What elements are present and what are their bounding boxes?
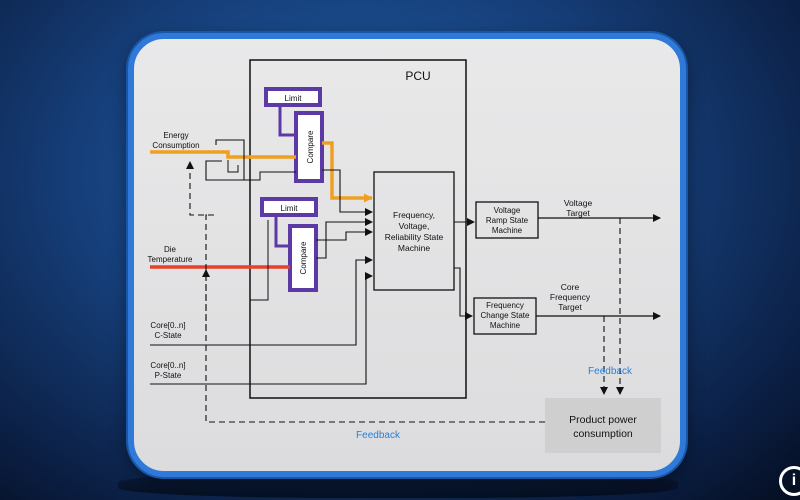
compare-lower-aux [316,228,373,241]
compare-label-lower: Compare [299,241,308,274]
pcu-title: PCU [405,69,430,83]
voltage-ramp-line-3: Machine [492,226,523,235]
accumulator-out [244,171,296,181]
feedback-mid-dashed [205,214,214,330]
corner-logo: i [779,466,800,496]
voltage-ramp-box [475,201,539,239]
feedback-bottom-dashed [202,269,545,423]
compare-box-lower [288,224,318,292]
compare-box-upper [294,111,324,183]
core-freq-target-2: Frequency [550,292,591,302]
fvr-to-freq-change [454,267,473,320]
energy-label-2: Consumption [152,141,199,150]
p-state-line [150,272,373,385]
compare-label-upper: Compare [306,130,315,163]
feedback-to-energy-dashed [186,161,214,216]
c-state-label-2: C-State [154,331,182,340]
freq-change-line-3: Machine [490,321,521,330]
p-state-label-1: Core[0..n] [150,361,185,370]
feedback-right-label: Feedback [588,366,633,377]
limit-box-upper [264,87,322,107]
product-power-box [545,398,661,453]
die-label-2: Temperature [148,255,193,264]
energy-line [150,150,296,159]
accumulator-loop [205,139,245,181]
c-state-label-1: Core[0..n] [150,321,185,330]
fvr-line-3: Reliability State [385,232,444,242]
limit-box-lower [260,197,318,217]
core-freq-target-1: Core [561,282,580,292]
product-power-line-1: Product power [569,414,637,426]
pcu-box [249,59,467,399]
feedback-bottom-label: Feedback [356,430,401,441]
freq-change-line-2: Change State [481,311,530,320]
p-state-label-2: P-State [155,371,182,380]
c-state-line [150,256,373,346]
voltage-target-2: Target [566,208,590,218]
voltage-target-1: Voltage [564,198,593,208]
core-freq-target-3: Target [558,302,582,312]
fvr-line-1: Frequency, [393,210,435,220]
limit-to-compare-upper [278,105,296,137]
energy-label-1: Energy [163,131,188,140]
fvr-line-4: Machine [398,243,430,253]
limit-label-lower: Limit [281,204,299,213]
compare-upper-to-fvr [322,169,373,216]
limit-to-compare-lower [274,215,290,248]
voltage-ramp-line-1: Voltage [494,206,521,215]
die-label-1: Die [164,245,177,254]
accumulator-inner [227,160,239,173]
limit-label-upper: Limit [285,94,303,103]
product-power-line-2: consumption [573,428,633,440]
pcu-side-input-1 [250,220,269,301]
freq-change-line-1: Frequency [486,301,524,310]
voltage-ramp-line-2: Ramp State [486,216,529,225]
fvr-state-machine-box [373,171,455,291]
fvr-line-2: Voltage, [399,221,430,231]
